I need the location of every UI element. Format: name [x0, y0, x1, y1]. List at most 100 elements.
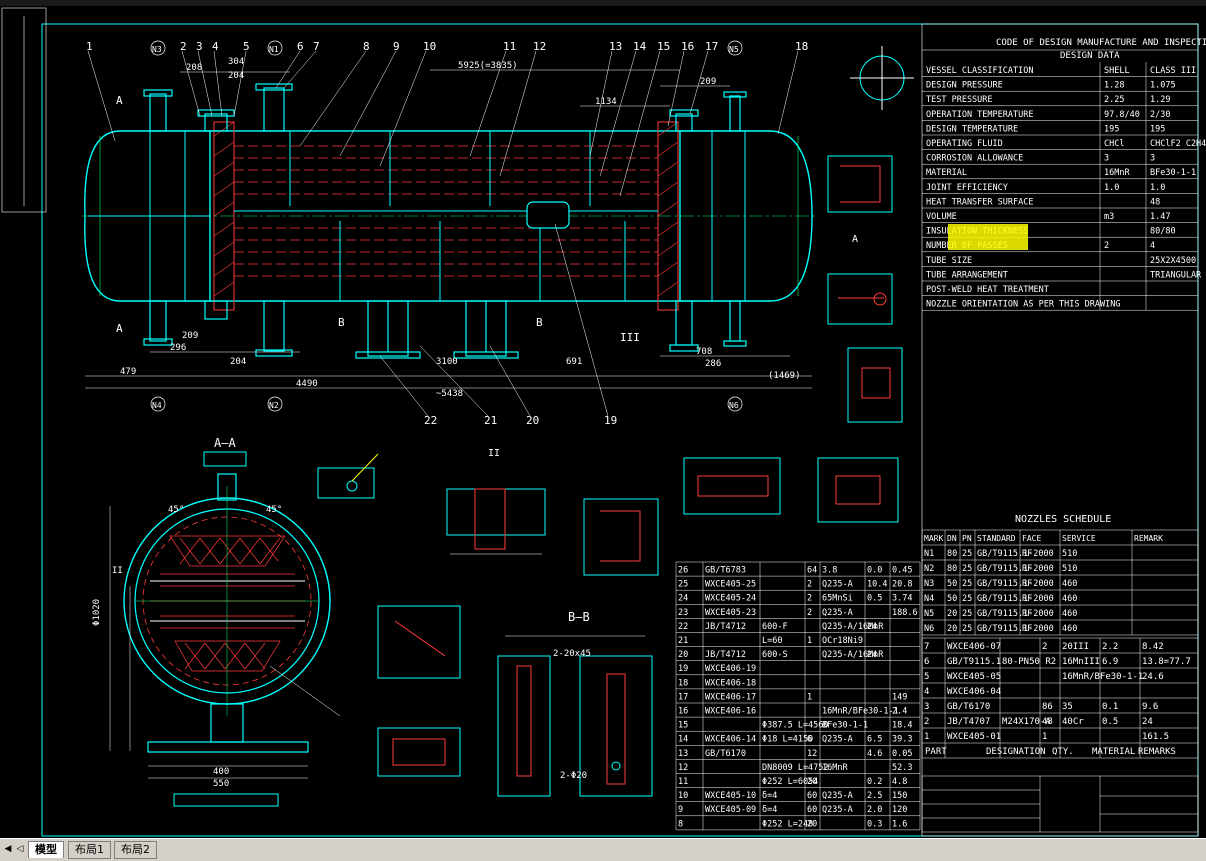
- spec-key: NOZZLE ORIENTATION AS PER THIS DRAWING: [926, 300, 1120, 310]
- tab-first-icon[interactable]: ◀: [4, 844, 12, 854]
- spec-val-b: 80/80: [1150, 227, 1176, 237]
- bomr-cell: 40Cr: [1062, 717, 1084, 727]
- spec-val-b: 1.29: [1150, 95, 1170, 105]
- noz-cell: RF: [1022, 594, 1032, 604]
- boml-cell: 24: [867, 650, 877, 660]
- boml-cell: BFe30-1-1: [822, 721, 868, 731]
- bomr-cell: 9.6: [1142, 702, 1158, 712]
- dim-phi1020: Φ1020: [92, 599, 102, 626]
- boml-cell: GB/T6783: [705, 566, 746, 576]
- noz-cell: GB/T9115.1-2000: [977, 564, 1054, 574]
- spec-key: CORROSION ALLOWANCE: [926, 154, 1023, 164]
- boml-cell: Q235-A: [822, 735, 853, 745]
- noz-cell: 25: [962, 564, 972, 574]
- callout-17: 17: [705, 40, 718, 53]
- tab-model[interactable]: 模型: [28, 841, 64, 858]
- noz-cell: 20: [947, 609, 957, 619]
- dim-204: 204: [228, 71, 244, 81]
- noz-header: SERVICE: [1062, 534, 1096, 543]
- nozzle-n6: N6: [729, 401, 739, 410]
- noz-cell: N3: [924, 579, 934, 589]
- noz-cell: 20: [947, 624, 957, 634]
- boml-cell: Q235-A: [822, 805, 853, 815]
- bomr-cell: 0.1: [1102, 702, 1118, 712]
- boml-cell: 10.4: [867, 580, 887, 590]
- boml-cell: 1: [807, 692, 812, 702]
- spec-val-b: 1.0: [1150, 183, 1165, 193]
- dim-209: 209: [700, 77, 716, 87]
- boml-cell: WXCE406-17: [705, 692, 756, 702]
- callout-19: 19: [604, 414, 617, 427]
- bomr-cell: 1: [924, 732, 929, 742]
- spec-val-b: 1.075: [1150, 81, 1176, 91]
- noz-cell: 510: [1062, 549, 1077, 559]
- spec-val-a: 97.8/40: [1104, 110, 1140, 120]
- boml-cell: OCr18Ni9: [822, 636, 863, 646]
- boml-cell: 0.2: [867, 777, 882, 787]
- section-aa-title: A–A: [214, 436, 236, 450]
- section-markers: A A B B III: [116, 94, 640, 344]
- spec-val-b: BFe30-1-1: [1150, 168, 1196, 178]
- spec-val-a: 2: [1104, 241, 1109, 251]
- boml-cell: 14: [678, 735, 688, 745]
- spec-val-b: 1.47: [1150, 212, 1170, 222]
- noz-cell: 460: [1062, 609, 1077, 619]
- boml-cell: 19: [678, 664, 688, 674]
- bomr-cell: 2: [924, 717, 929, 727]
- boml-cell: 0.0: [867, 566, 882, 576]
- dim-204b: 204: [230, 357, 246, 367]
- boml-cell: 0.5: [867, 594, 882, 604]
- noz-cell: 510: [1062, 564, 1077, 574]
- boml-cell: 3.74: [892, 594, 912, 604]
- boml-cell: Φ252 L=6054: [762, 777, 818, 787]
- dim-208: 208: [186, 63, 202, 73]
- tab-layout2[interactable]: 布局2: [114, 841, 157, 859]
- spec-key: VOLUME: [926, 212, 957, 222]
- tab-layout1[interactable]: 布局1: [68, 841, 111, 859]
- detail-texts: B–B 2-20x45 2-Φ20 II A: [488, 234, 858, 781]
- noz-cell: N1: [924, 549, 934, 559]
- boml-cell: 22: [678, 622, 688, 632]
- boml-cell: WXCE406-16: [705, 707, 756, 717]
- boml-cell: 6.5: [867, 735, 882, 745]
- dim-1469: (1469): [768, 371, 801, 381]
- spec-header: CODE OF DESIGN MANUFACTURE AND INSPECTIO…: [996, 38, 1206, 48]
- section-b-right: B: [536, 316, 543, 329]
- spec-val-b: 3: [1150, 154, 1155, 164]
- dim-286: 286: [705, 359, 721, 369]
- callout-18: 18: [795, 40, 808, 53]
- bomr-cell: 1: [1042, 732, 1047, 742]
- spec-val-a: 1.0: [1104, 183, 1119, 193]
- spec-key: DESIGN PRESSURE: [926, 81, 1003, 91]
- spec-val-b: CHClF2 C2H4: [1150, 139, 1206, 149]
- boml-cell: WXCE405-24: [705, 594, 756, 604]
- nozzle-marks: N3 N1 N5 N4 N2 N6: [150, 40, 743, 412]
- noz-cell: RF: [1022, 549, 1032, 559]
- section-b-left: B: [338, 316, 345, 329]
- tab-prev-icon[interactable]: ◁: [16, 844, 24, 854]
- bomr-cell: 5: [924, 672, 929, 682]
- boml-cell: WXCE406-19: [705, 664, 756, 674]
- boml-cell: 26: [678, 566, 688, 576]
- boml-cell: 2.4: [892, 707, 907, 717]
- bomr-cell: 4: [924, 687, 929, 697]
- noz-cell: 460: [1062, 624, 1077, 634]
- boml-cell: 23: [678, 608, 688, 618]
- bomr-cell: 24: [1142, 717, 1153, 727]
- boml-cell: DN8009 L=4752: [762, 763, 829, 773]
- dim-550: 550: [213, 779, 229, 789]
- spec-key: MATERIAL: [926, 168, 967, 178]
- boml-cell: JB/T4712: [705, 650, 746, 660]
- callout-21: 21: [484, 414, 497, 427]
- callout-6: 6: [297, 40, 304, 53]
- spec-val-b: 4: [1150, 241, 1155, 251]
- boml-cell: 4.6: [867, 749, 882, 759]
- nozzle-n3: N3: [152, 45, 162, 54]
- spec-val-a: 1.28: [1104, 81, 1124, 91]
- bomr-cell: 3: [924, 702, 929, 712]
- boml-cell: 600-F: [762, 622, 788, 632]
- boml-cell: 18: [678, 678, 688, 688]
